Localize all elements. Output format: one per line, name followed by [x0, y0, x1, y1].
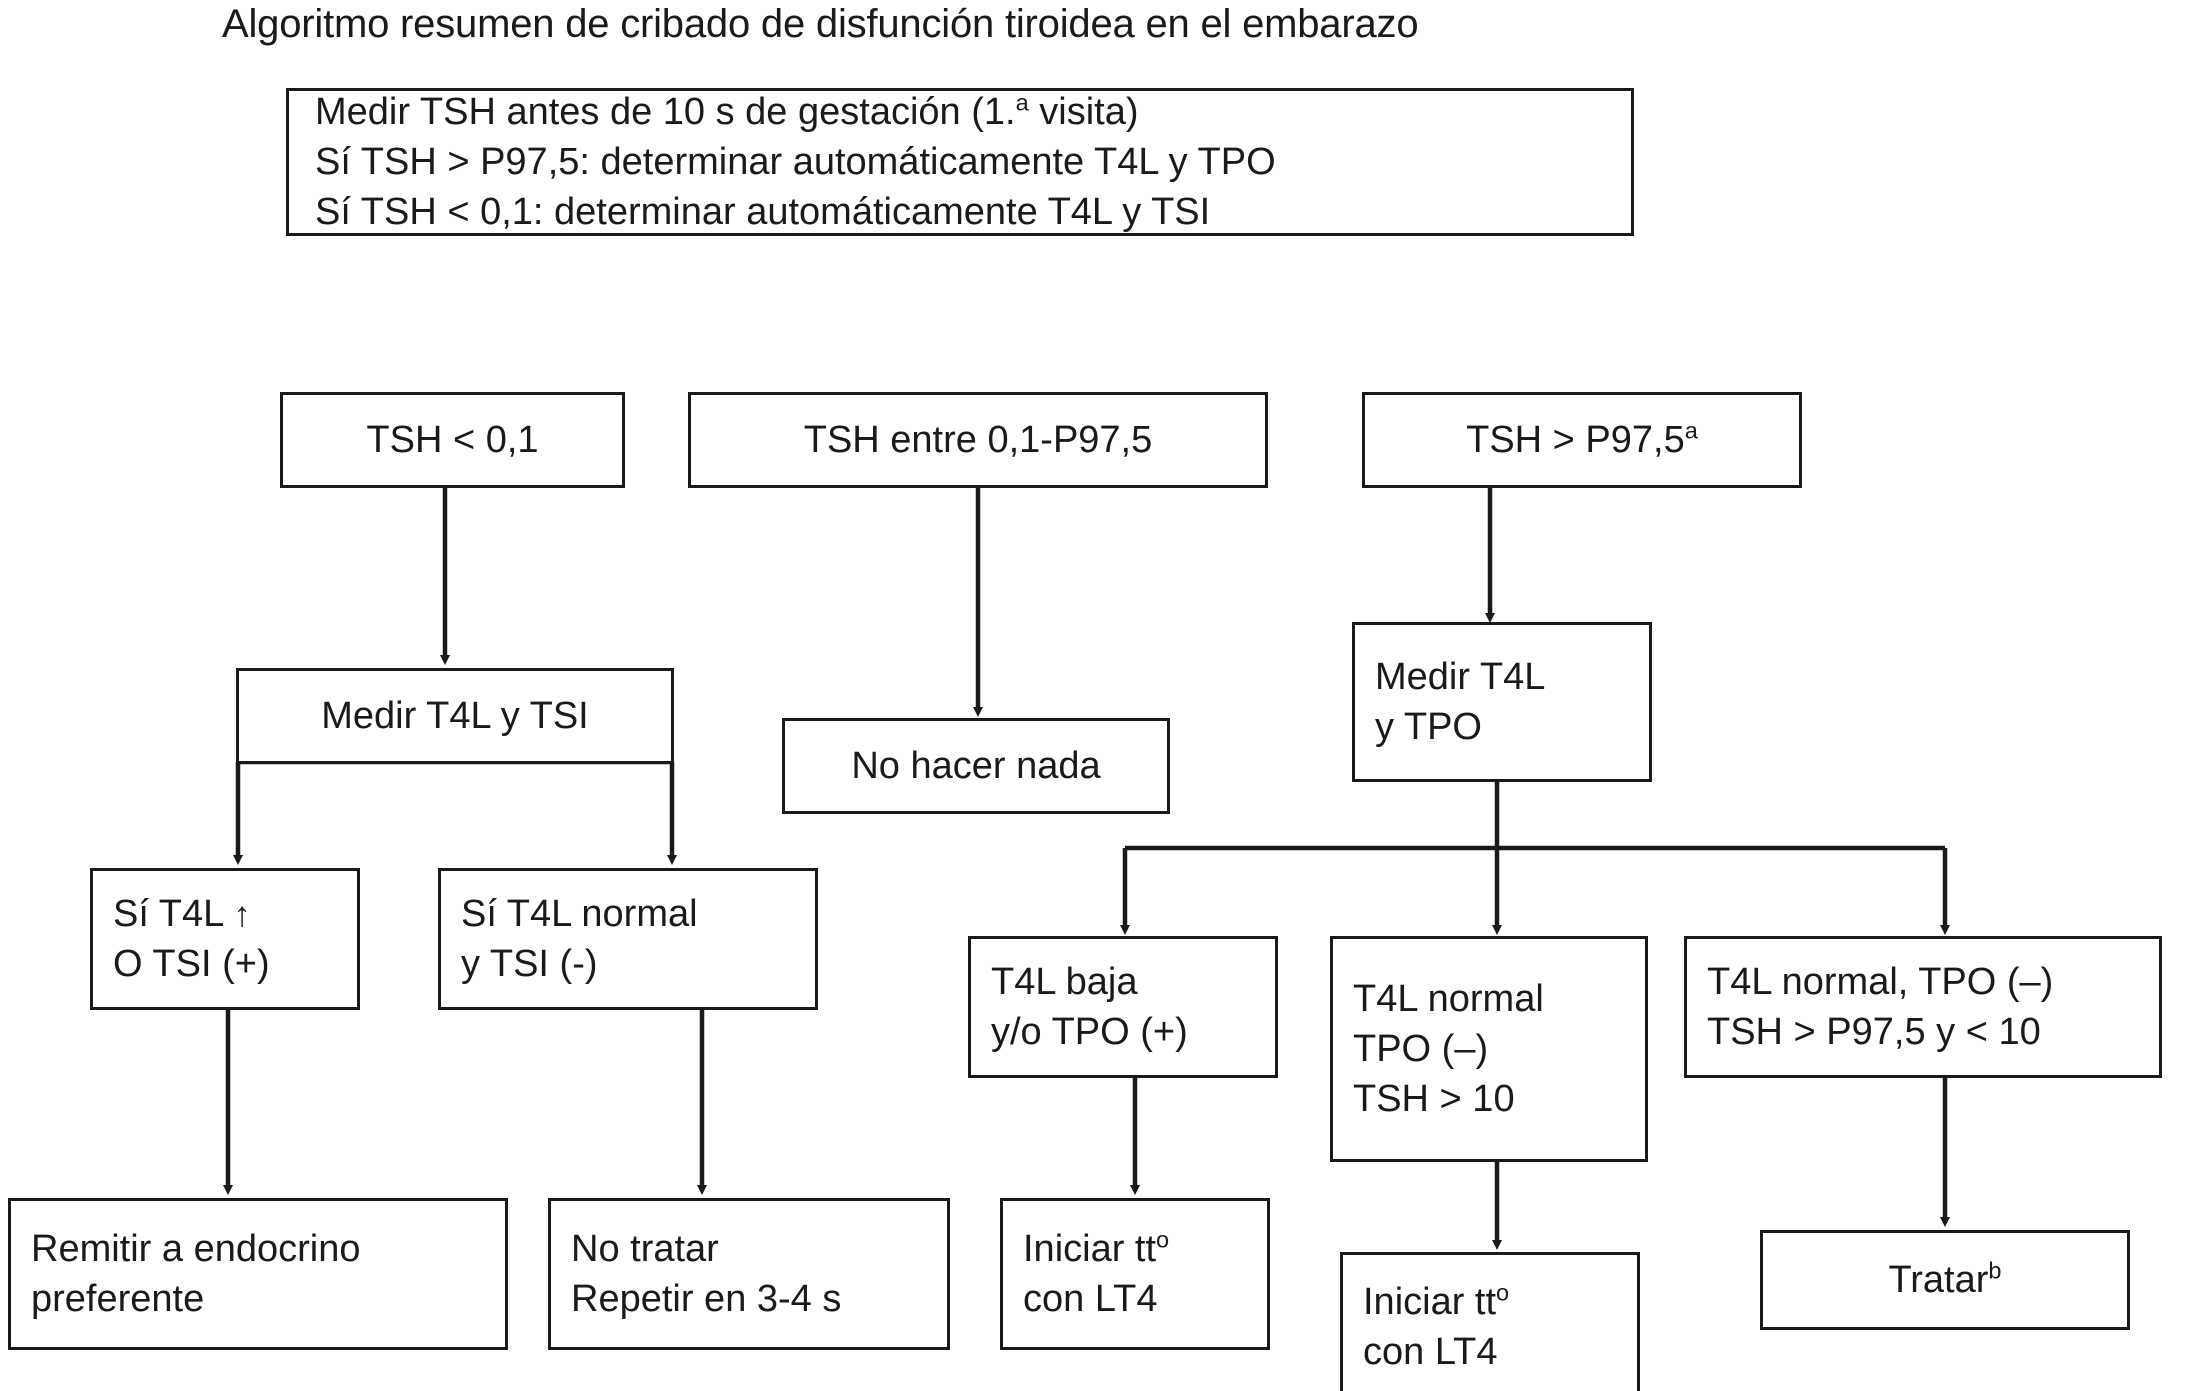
medir-t4l-tsi-label: Medir T4L y TSI [321, 694, 589, 737]
subclin-line-1: T4L normal, TPO (–) [1707, 960, 2054, 1003]
subclin-line-2: TSH > P97,5 y < 10 [1707, 1011, 2041, 1053]
no-hacer-nada-label: No hacer nada [851, 744, 1101, 787]
remitir-line-1: Remitir a endocrino [31, 1227, 361, 1270]
node-iniciar-lt4-b[interactable]: Iniciar tto con LT4 [1340, 1252, 1640, 1391]
tratar-label: Tratarb [1888, 1257, 2002, 1301]
iniciar-lt4-b-line-2: con LT4 [1363, 1331, 1498, 1373]
node-t4l-baja[interactable]: T4L baja y/o TPO (+) [968, 936, 1278, 1078]
up-arrow-icon: ↑ [233, 894, 251, 934]
medir-t4l-tpo-line-2: y TPO [1375, 706, 1482, 748]
t4l-baja-line-2: y/o TPO (+) [991, 1011, 1188, 1053]
node-t4l-normal-tsh-over-10[interactable]: T4L normal TPO (–) TSH > 10 [1330, 936, 1648, 1162]
no-tratar-line-1: No tratar [571, 1227, 719, 1270]
node-no-hacer-nada[interactable]: No hacer nada [782, 718, 1170, 814]
page-title: Algoritmo resumen de cribado de disfunci… [222, 2, 1419, 46]
node-tratar[interactable]: Tratarb [1760, 1230, 2130, 1330]
node-no-tratar-repetir[interactable]: No tratar Repetir en 3-4 s [548, 1198, 950, 1350]
node-t4l-alta-o-tsi-pos[interactable]: Sí T4L ↑ O TSI (+) [90, 868, 360, 1010]
t4l-alta-line-1: Sí T4L ↑ [113, 892, 251, 935]
t4l-baja-line-1: T4L baja [991, 960, 1138, 1003]
node-t4l-normal-subclinico[interactable]: T4L normal, TPO (–) TSH > P97,5 y < 10 [1684, 936, 2162, 1078]
iniciar-lt4-a-line-2: con LT4 [1023, 1278, 1158, 1320]
node-tsh-mid[interactable]: TSH entre 0,1-P97,5 [688, 392, 1268, 488]
root-line-1: Medir TSH antes de 10 s de gestación (1.… [315, 89, 1139, 133]
t4l-normal-tsh10-line-3: TSH > 10 [1353, 1078, 1515, 1121]
remitir-line-2: preferente [31, 1278, 205, 1320]
node-iniciar-lt4-a[interactable]: Iniciar tto con LT4 [1000, 1198, 1270, 1350]
node-t4l-normal-tsi-neg[interactable]: Sí T4L normal y TSI (-) [438, 868, 818, 1010]
tsh-low-label: TSH < 0,1 [366, 418, 539, 461]
superscript-a: a [1684, 417, 1698, 444]
no-tratar-line-2: Repetir en 3-4 s [571, 1278, 842, 1320]
root-line-2: Sí TSH > P97,5: determinar automáticamen… [315, 140, 1276, 183]
superscript-b: b [1988, 1257, 2002, 1284]
node-remitir-endocrino[interactable]: Remitir a endocrino preferente [8, 1198, 508, 1350]
superscript-a: a [1015, 89, 1029, 116]
t4l-normal-tsh10-line-2: TPO (–) [1353, 1027, 1489, 1070]
iniciar-lt4-b-line-1: Iniciar tto [1363, 1279, 1510, 1323]
t4l-normal-tsi-neg-line-1: Sí T4L normal [461, 892, 698, 935]
tsh-high-label: TSH > P97,5a [1466, 417, 1698, 461]
iniciar-lt4-a-line-1: Iniciar tto [1023, 1226, 1170, 1270]
superscript-o: o [1496, 1279, 1510, 1306]
node-medir-t4l-tpo[interactable]: Medir T4L y TPO [1352, 622, 1652, 782]
node-medir-tsh-root[interactable]: Medir TSH antes de 10 s de gestación (1.… [286, 88, 1634, 236]
t4l-normal-tsi-neg-line-2: y TSI (-) [461, 943, 598, 985]
tsh-mid-label: TSH entre 0,1-P97,5 [803, 418, 1153, 461]
t4l-alta-line-2: O TSI (+) [113, 943, 270, 985]
superscript-o: o [1156, 1226, 1170, 1253]
root-line-3: Sí TSH < 0,1: determinar automáticamente… [315, 191, 1211, 234]
medir-t4l-tpo-line-1: Medir T4L [1375, 655, 1546, 698]
t4l-normal-tsh10-line-1: T4L normal [1353, 977, 1544, 1020]
node-tsh-low[interactable]: TSH < 0,1 [280, 392, 625, 488]
node-medir-t4l-tsi[interactable]: Medir T4L y TSI [236, 668, 674, 764]
node-tsh-high[interactable]: TSH > P97,5a [1362, 392, 1802, 488]
